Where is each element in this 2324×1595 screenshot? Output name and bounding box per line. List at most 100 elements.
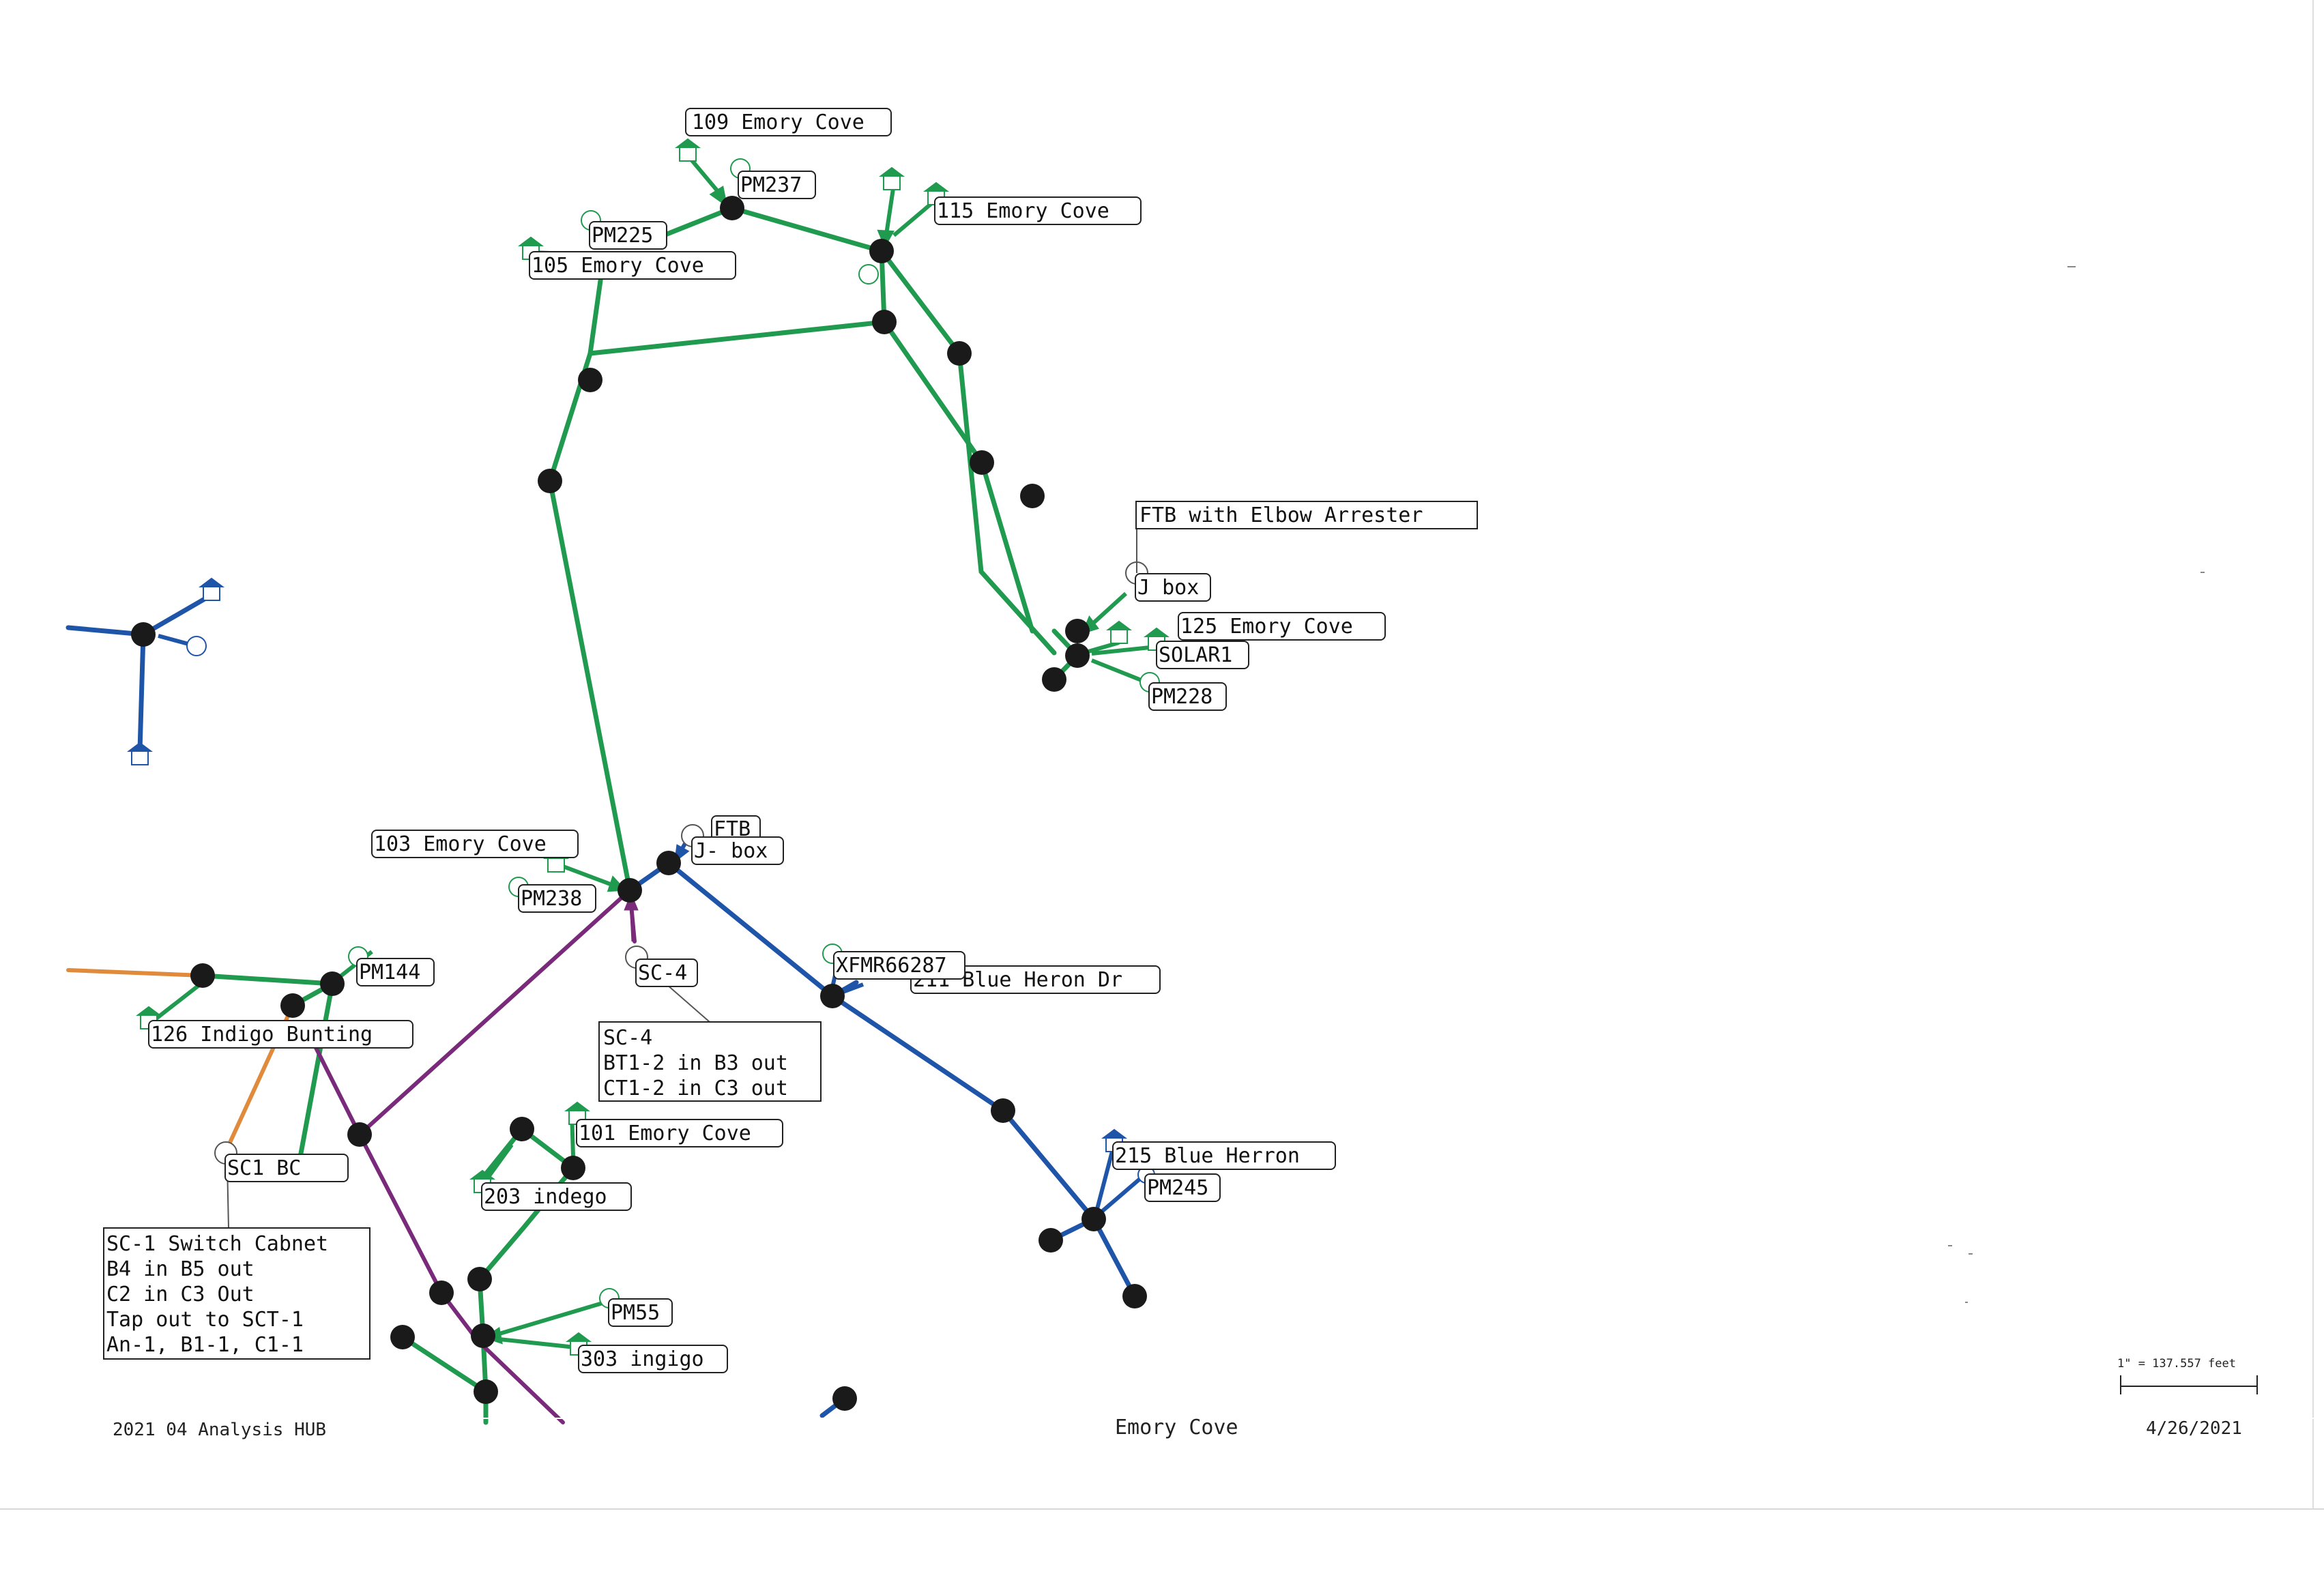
svg-text:SC1 BC: SC1 BC: [227, 1156, 301, 1180]
nodes: [131, 196, 1147, 1411]
svg-text:SC-4: SC-4: [603, 1026, 652, 1050]
scan-specks: [1948, 266, 2205, 1303]
node: [347, 1122, 372, 1147]
svg-text:J box: J box: [1137, 576, 1199, 600]
svg-text:125 Emory Cove: 125 Emory Cove: [1180, 615, 1353, 639]
node: [467, 1267, 492, 1291]
svg-text:101 Emory Cove: 101 Emory Cove: [579, 1122, 751, 1145]
label-sc1-bc: SC1 BC: [224, 1154, 349, 1182]
label-emory-103: 103 Emory Cove: [371, 830, 579, 858]
label-pm228: PM228: [1148, 682, 1227, 711]
node: [280, 993, 305, 1018]
node: [1122, 1284, 1147, 1308]
node: [578, 368, 602, 392]
svg-text:303 ingigo: 303 ingigo: [581, 1347, 704, 1371]
label-pm225: PM225: [589, 221, 667, 250]
label-sc4-notes: SC-4 BT1-2 in B3 out CT1-2 in C3 out: [598, 1021, 822, 1102]
footer-left: 2021 04 Analysis HUB: [113, 1420, 326, 1440]
house-icon: [564, 1101, 590, 1125]
map-frame-bottom: [0, 1418, 2324, 1419]
node: [618, 878, 642, 903]
label-blue-herron-215: 215 Blue Herron: [1112, 1141, 1336, 1170]
node: [471, 1323, 495, 1348]
node: [1081, 1207, 1106, 1231]
svg-text:215 Blue Herron: 215 Blue Herron: [1115, 1144, 1300, 1168]
footer-center: Emory Cove: [1115, 1416, 1238, 1439]
node: [474, 1379, 498, 1404]
node: [1065, 619, 1090, 643]
node: [656, 851, 681, 875]
label-jbox-2: J- box: [691, 836, 784, 865]
label-pm238: PM238: [518, 884, 596, 913]
svg-text:J- box: J- box: [694, 839, 768, 863]
node: [510, 1117, 534, 1141]
svg-text:Tap out to SCT-1: Tap out to SCT-1: [106, 1308, 304, 1332]
node: [869, 239, 894, 263]
footer-right: 4/26/2021: [2146, 1418, 2242, 1439]
svg-text:SOLAR1: SOLAR1: [1159, 643, 1232, 667]
label-ingigo-303: 303 ingigo: [578, 1345, 728, 1373]
node: [390, 1325, 415, 1349]
svg-text:CT1-2 in C3 out: CT1-2 in C3 out: [603, 1077, 788, 1100]
label-pm245: PM245: [1144, 1173, 1221, 1202]
node: [561, 1156, 585, 1180]
service-arrow-tertiary: [624, 892, 639, 942]
label-emory-125: 125 Emory Cove: [1178, 612, 1386, 641]
label-sc4: SC-4: [635, 959, 698, 987]
label-ftb-elbow: FTB with Elbow Arrester: [1135, 501, 1478, 529]
meter-icon: [858, 264, 879, 284]
svg-text:109 Emory Cove: 109 Emory Cove: [692, 111, 865, 134]
svg-text:103 Emory Cove: 103 Emory Cove: [374, 832, 547, 856]
node: [970, 450, 994, 475]
svg-text:PM225: PM225: [592, 224, 653, 248]
svg-text:PM144: PM144: [359, 961, 420, 984]
node: [820, 984, 845, 1008]
label-jbox-1: J box: [1135, 573, 1211, 602]
house-icon: [1106, 620, 1132, 644]
svg-text:SC-1 Switch Cabnet: SC-1 Switch Cabnet: [106, 1232, 328, 1256]
node: [1065, 643, 1090, 668]
svg-text:203 indego: 203 indego: [484, 1185, 607, 1209]
house-icon: [675, 138, 701, 162]
svg-text:XFMR66287: XFMR66287: [836, 954, 947, 978]
label-emory-105: 105 Emory Cove: [529, 251, 736, 280]
svg-text:PM237: PM237: [740, 173, 802, 197]
svg-text:BT1-2 in B3 out: BT1-2 in B3 out: [603, 1051, 788, 1075]
svg-text:SC-4: SC-4: [638, 961, 687, 985]
node: [131, 622, 156, 647]
node: [991, 1098, 1015, 1123]
label-pm237: PM237: [738, 171, 816, 199]
scale-bar: 1" = 137.557 feet: [2117, 1357, 2258, 1394]
label-indego-203: 203 indego: [481, 1182, 632, 1211]
label-sc1-notes: SC-1 Switch Cabnet B4 in B5 out C2 in C3…: [103, 1227, 371, 1360]
node: [1020, 484, 1045, 508]
label-pm144: PM144: [356, 958, 435, 986]
label-pm55: PM55: [608, 1298, 673, 1327]
label-emory-115: 115 Emory Cove: [934, 196, 1142, 225]
map-labels: 109 Emory Cove PM237 115 Emory Cove PM22…: [103, 108, 1478, 1373]
node: [1042, 667, 1066, 692]
svg-text:115 Emory Cove: 115 Emory Cove: [937, 199, 1109, 223]
node: [832, 1386, 857, 1411]
svg-text:PM228: PM228: [1151, 685, 1212, 709]
svg-text:C2 in C3 Out: C2 in C3 Out: [106, 1283, 255, 1306]
svg-text:PM245: PM245: [1147, 1176, 1208, 1200]
svg-text:An-1, B1-1, C1-1: An-1, B1-1, C1-1: [106, 1333, 304, 1357]
svg-text:126 Indigo Bunting: 126 Indigo Bunting: [151, 1023, 373, 1047]
svg-text:B4 in B5 out: B4 in B5 out: [106, 1257, 255, 1281]
label-solar1: SOLAR1: [1156, 641, 1249, 669]
node: [720, 196, 744, 220]
svg-text:105 Emory Cove: 105 Emory Cove: [532, 254, 704, 278]
node: [320, 971, 345, 996]
svg-text:PM55: PM55: [611, 1301, 660, 1325]
svg-text:1" = 137.557 feet: 1" = 137.557 feet: [2117, 1357, 2236, 1371]
node: [947, 341, 972, 366]
svg-text:FTB with Elbow Arrester: FTB with Elbow Arrester: [1139, 503, 1423, 527]
label-emory-101: 101 Emory Cove: [576, 1119, 783, 1147]
node: [190, 963, 215, 988]
house-icon: [879, 166, 905, 190]
house-icon: [199, 577, 224, 601]
meter-icon: [186, 636, 207, 656]
label-indigo-126: 126 Indigo Bunting: [148, 1020, 413, 1049]
